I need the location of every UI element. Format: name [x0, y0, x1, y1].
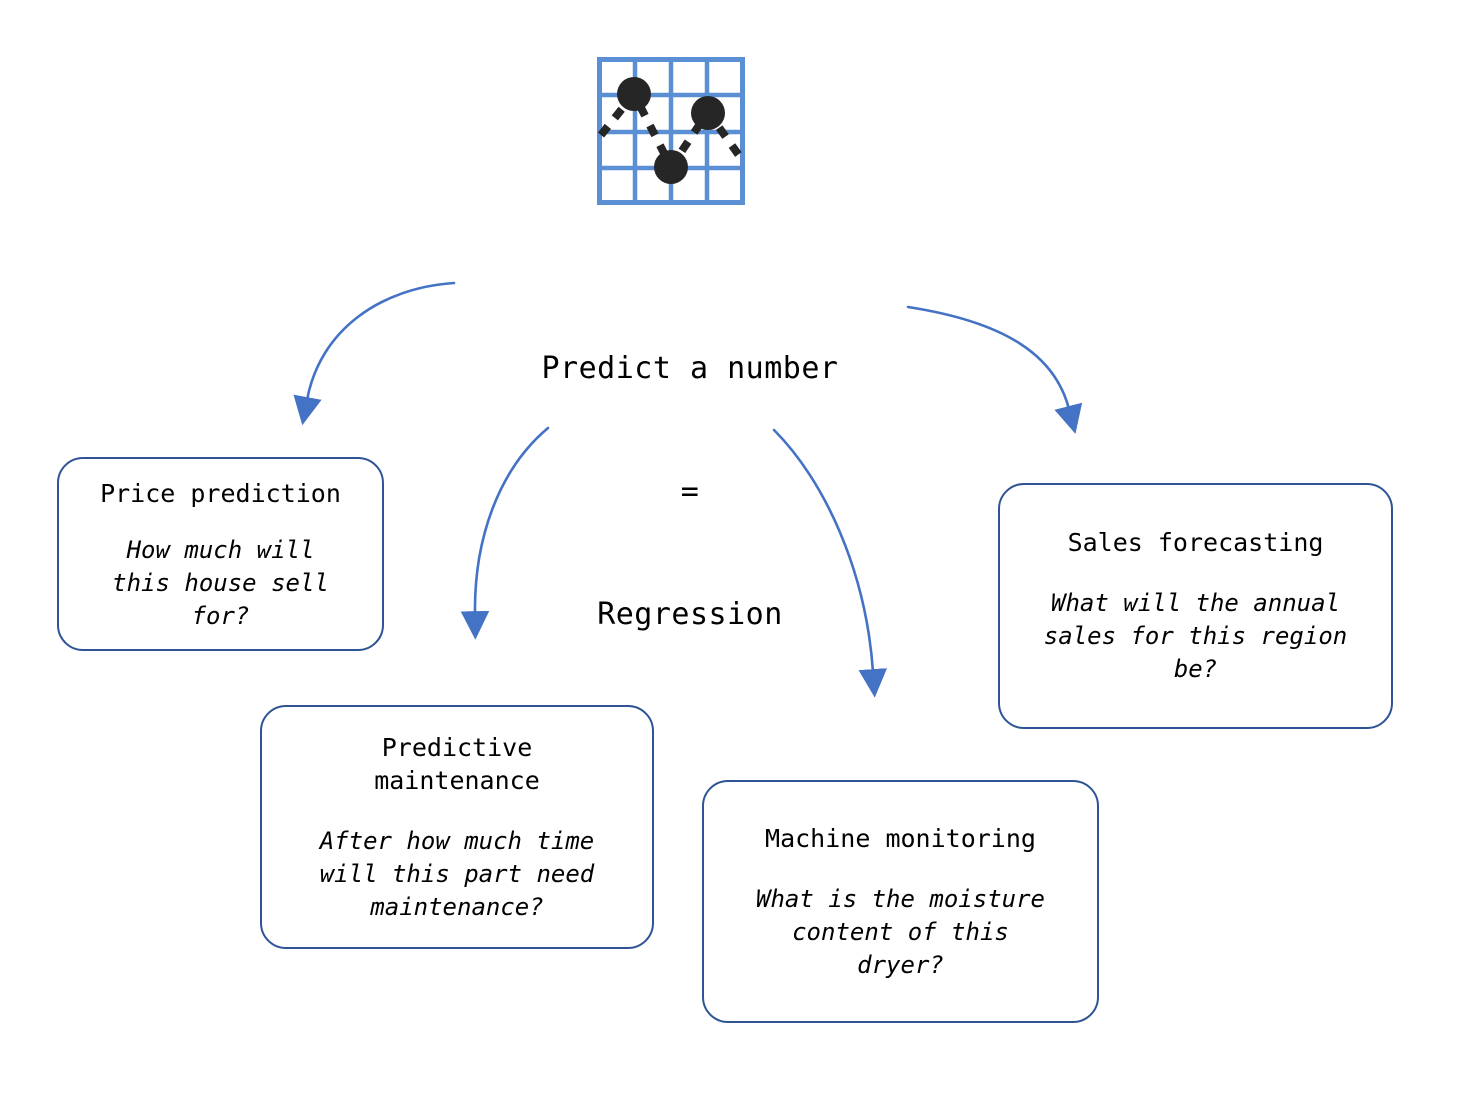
- box-title: Machine monitoring: [765, 823, 1036, 853]
- box-title: Predictive maintenance: [374, 732, 540, 795]
- title-line-1: Predict a number: [541, 351, 839, 386]
- box-title: Price prediction: [100, 479, 341, 508]
- box-title: Sales forecasting: [1067, 528, 1324, 557]
- title-line-3: Regression: [597, 597, 783, 632]
- concept-box-machine-monitoring[interactable]: Machine monitoring What is the moisture …: [702, 780, 1099, 1023]
- box-question: What is the moisture content of this dry…: [756, 884, 1045, 979]
- box-question: What will the annual sales for this regi…: [1043, 589, 1348, 683]
- concept-box-sales-forecasting[interactable]: Sales forecasting What will the annual s…: [998, 483, 1393, 729]
- page-title: Predict a number = Regression: [430, 266, 950, 717]
- box-question: After how much time will this part need …: [319, 826, 595, 921]
- concept-box-predictive-maintenance[interactable]: Predictive maintenance After how much ti…: [260, 705, 654, 949]
- title-line-2: =: [680, 474, 700, 509]
- box-question: How much will this house sell for?: [112, 536, 329, 630]
- regression-scatter-grid-icon: [597, 57, 747, 205]
- concept-box-price-prediction[interactable]: Price prediction How much will this hous…: [57, 457, 384, 651]
